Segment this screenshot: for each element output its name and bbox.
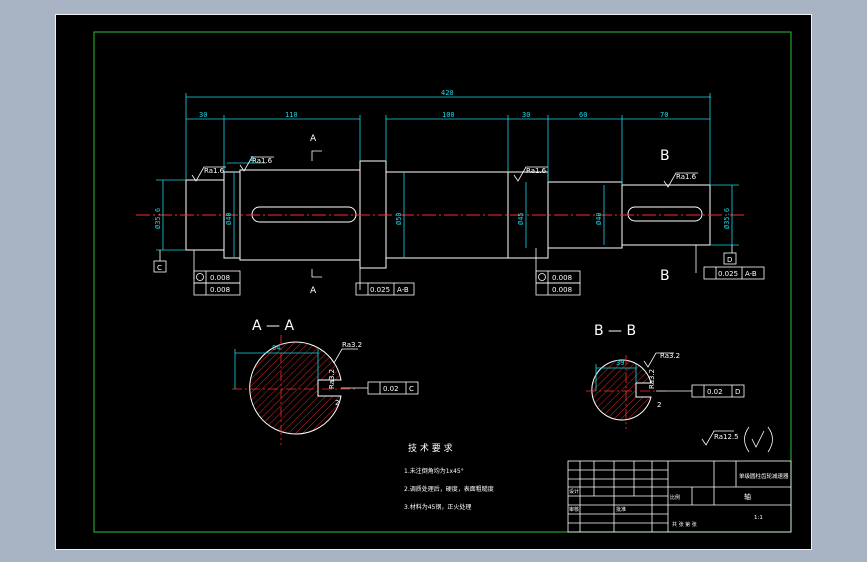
- titleblock-scale-label: 比例: [670, 494, 680, 501]
- dimension-lines: [156, 93, 739, 258]
- dia-left: Ø35.6: [154, 208, 162, 229]
- notes-line2: 2.调质处理后，硬度，表面粗糙度: [404, 485, 494, 493]
- datum-c: C: [157, 264, 162, 272]
- dia-40b: Ø40: [595, 212, 603, 225]
- titleblock-ratio: 1:1: [754, 515, 763, 521]
- general-roughness: Ra12.5: [714, 433, 739, 441]
- titleblock-sheet: 共 张 第 张: [672, 521, 697, 528]
- titleblock-approve: 批准: [616, 506, 626, 513]
- section-a-rough2: Ra3.2: [328, 369, 336, 389]
- dim-70: 70: [660, 111, 668, 119]
- section-b-body: [591, 359, 652, 421]
- section-b-tol: [643, 352, 745, 398]
- titleblock-name: 单级圆柱齿轮减速器: [739, 472, 789, 480]
- dim-100: 100: [442, 111, 455, 119]
- section-mark-a-bottom: A: [310, 286, 317, 296]
- rough-3: Ra1.6: [526, 167, 547, 175]
- datum-leaders: [153, 245, 737, 273]
- titleblock-part: 轴: [744, 492, 751, 501]
- roughness-icon: [191, 156, 698, 188]
- titleblock-check: 审核: [569, 506, 579, 513]
- section-b-title: B — B: [594, 323, 636, 339]
- tol-left-cyl: 0.008: [210, 286, 230, 294]
- tol-mid-ref: A-B: [397, 286, 409, 294]
- section-b-rough2: Ra3.2: [648, 369, 656, 389]
- section-a-tol: [329, 348, 419, 395]
- section-a-sym: 0.02: [383, 385, 399, 393]
- rough-1: Ra1.6: [204, 167, 225, 175]
- drawing-svg: 420 30 110 100 30 60 70 2 Ø35.6 Ø40 Ø50 …: [93, 31, 792, 533]
- dim-total: 420: [441, 89, 454, 97]
- drawing-frame: [93, 31, 792, 533]
- dim-60: 60: [579, 111, 587, 119]
- section-b-dims: [595, 364, 637, 391]
- section-b-rough: Ra3.2: [660, 352, 680, 360]
- section-mark-a-top: A: [310, 134, 317, 144]
- section-mark-b-top: B: [660, 148, 670, 164]
- dia-50: Ø50: [395, 212, 403, 225]
- section-cut-marks: [311, 150, 322, 278]
- dia-45: Ø45: [517, 212, 525, 225]
- dim-30a: 30: [199, 111, 207, 119]
- section-b-width: 39: [616, 359, 624, 367]
- tolerance-frames: [193, 245, 765, 296]
- general-roughness-icon: [701, 426, 773, 453]
- section-b-depth: 2: [657, 401, 661, 409]
- dim-chamfer: 2: [250, 155, 254, 163]
- section-b-ref: D: [735, 388, 740, 396]
- tol-left-round: 0.008: [210, 274, 230, 282]
- section-a-depth: 2: [335, 399, 339, 407]
- titleblock-design: 设计: [569, 488, 579, 495]
- section-a-width: 64: [272, 344, 280, 352]
- section-a-rough: Ra3.2: [342, 341, 362, 349]
- dim-110: 110: [285, 111, 298, 119]
- tol-right-cyl: 0.008: [552, 286, 572, 294]
- section-b-sym: 0.02: [707, 388, 723, 396]
- notes-line1: 1.未注倒角均为1x45°: [404, 467, 464, 475]
- tol-far-runout: 0.025: [718, 270, 738, 278]
- section-a-dims: [234, 349, 319, 389]
- notes-line3: 3.材料为45钢，正火处理: [404, 503, 471, 511]
- rough-4: Ra1.6: [676, 173, 697, 181]
- dia-40: Ø40: [225, 212, 233, 225]
- tol-right-round: 0.008: [552, 274, 572, 282]
- datum-d: D: [727, 256, 732, 264]
- dia-right: Ø35.6: [723, 208, 731, 229]
- dim-30b: 30: [522, 111, 530, 119]
- rough-2: Ra1.6: [252, 157, 273, 165]
- section-mark-b-bottom: B: [660, 268, 670, 284]
- section-a-title: A — A: [252, 318, 294, 334]
- title-block: [567, 460, 792, 533]
- tol-mid-runout: 0.025: [370, 286, 390, 294]
- section-a-ref: C: [409, 385, 414, 393]
- notes-title: 技 术 要 求: [408, 442, 453, 454]
- tol-far-ref: A-B: [745, 270, 757, 278]
- drawing-canvas[interactable]: 420 30 110 100 30 60 70 2 Ø35.6 Ø40 Ø50 …: [55, 14, 812, 550]
